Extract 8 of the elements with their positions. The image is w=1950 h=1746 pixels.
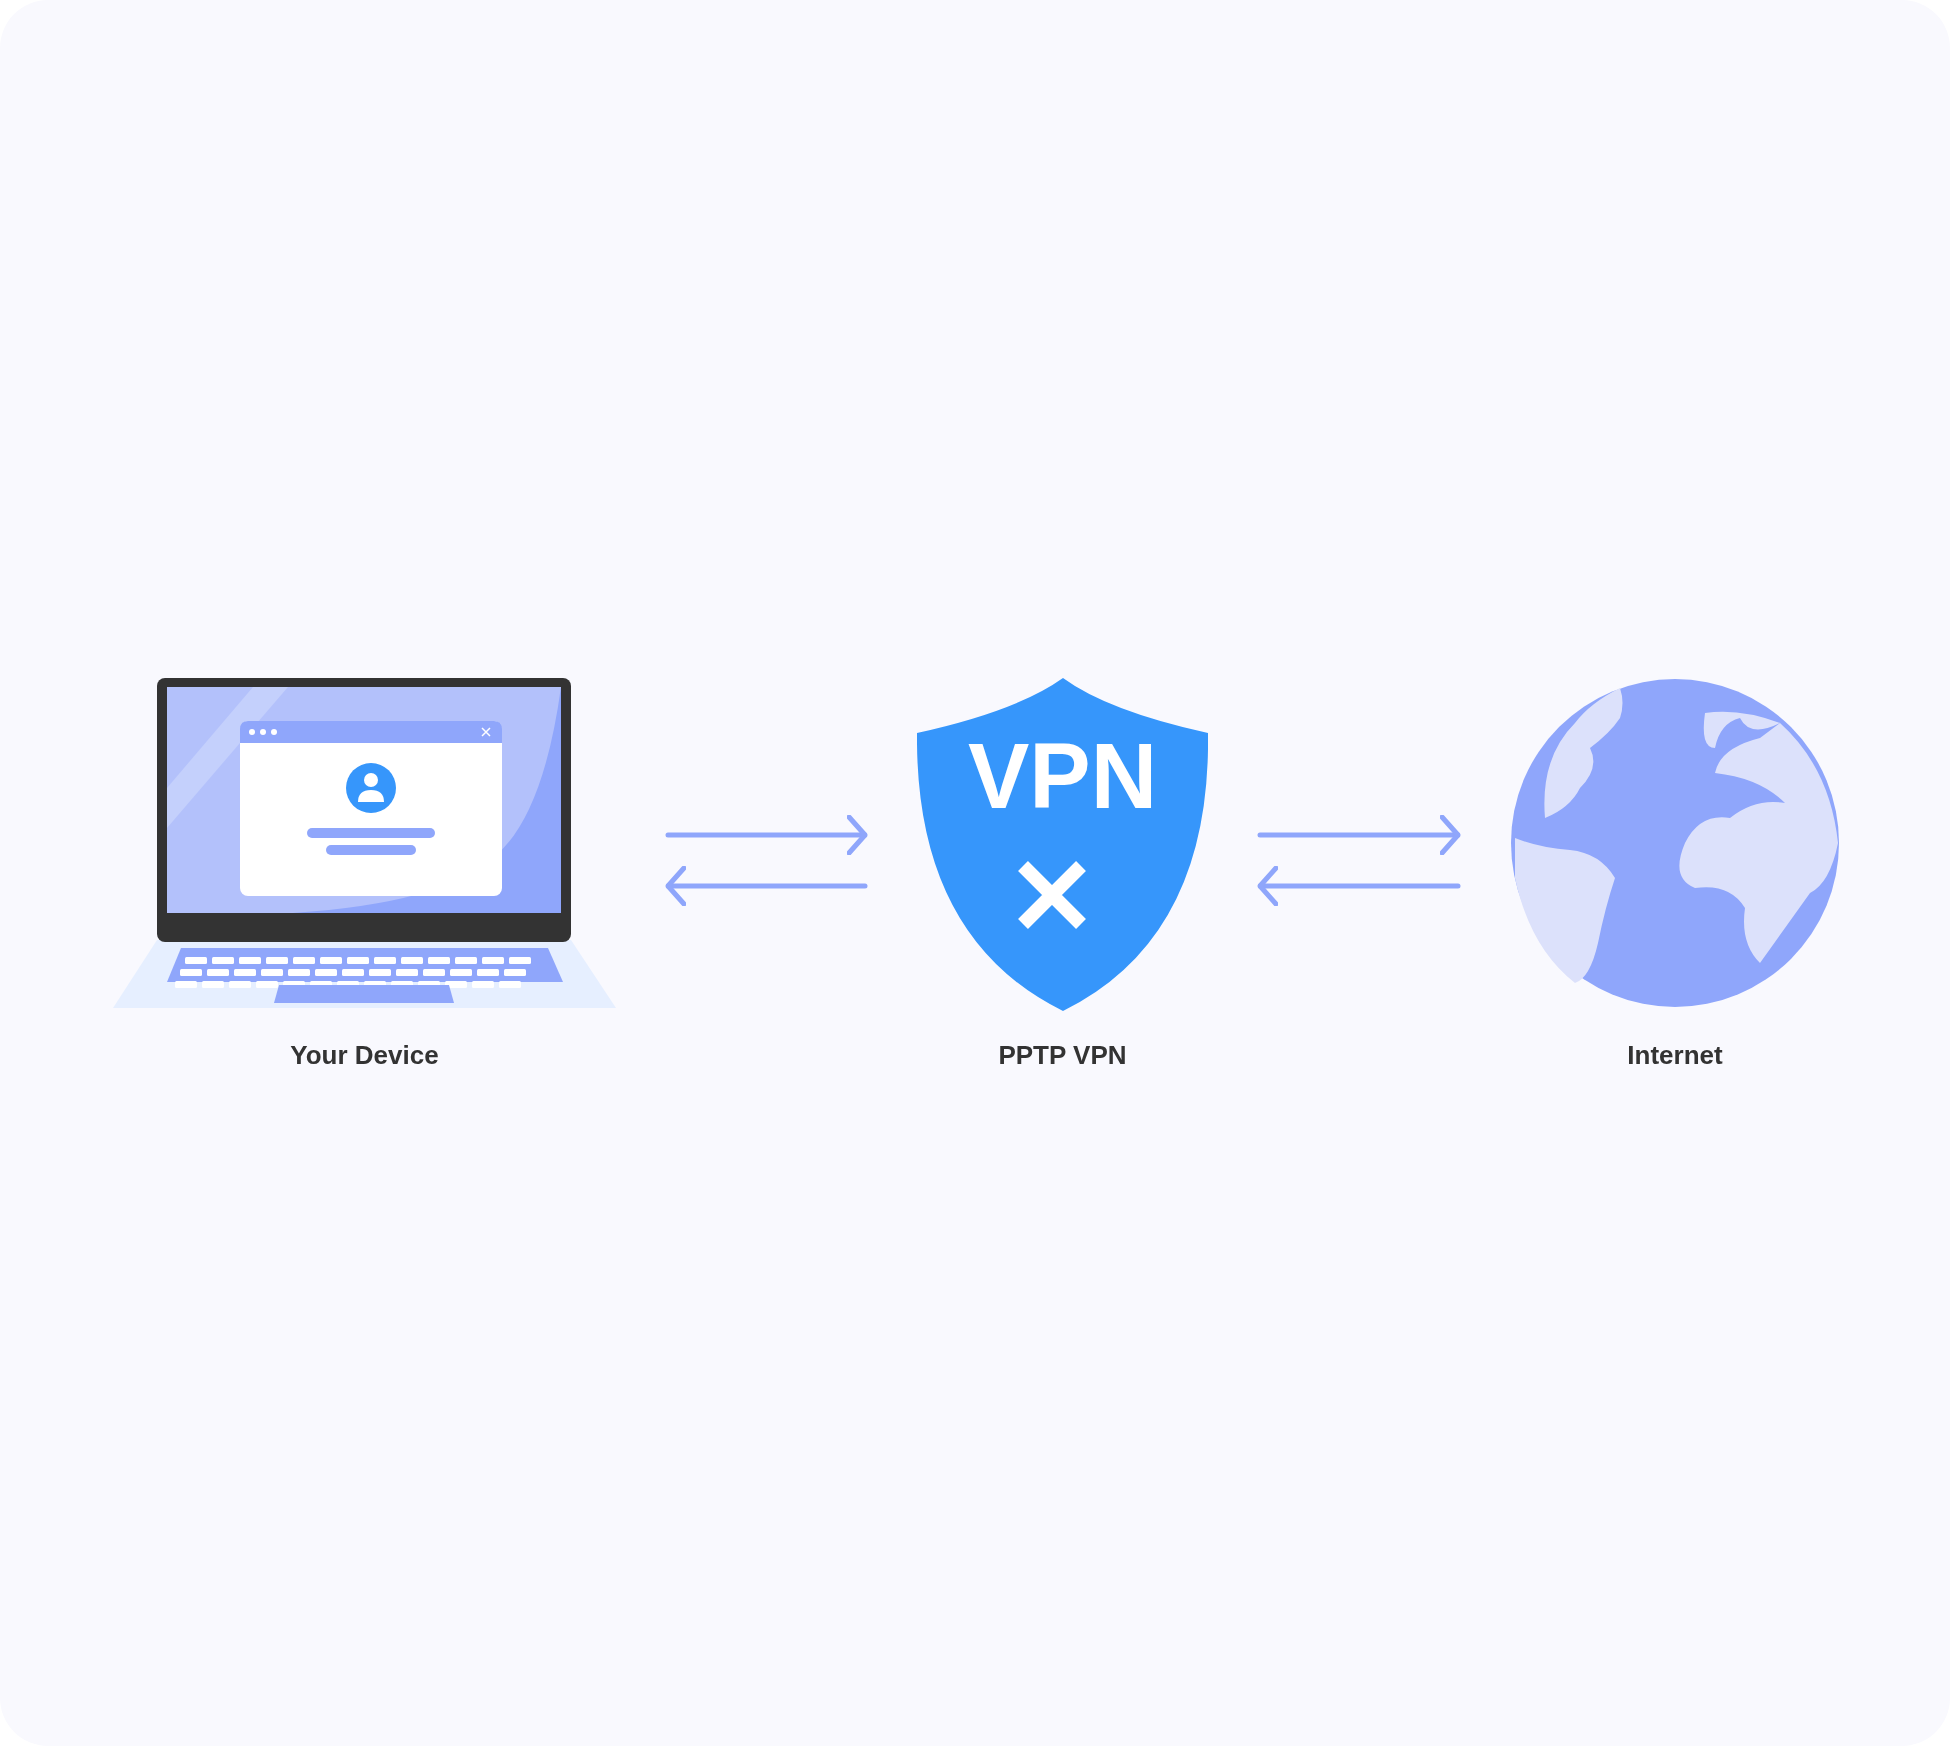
node-caption: PPTP VPN — [998, 1039, 1127, 1072]
node-caption: Internet — [1627, 1039, 1723, 1072]
arrow — [665, 865, 868, 907]
shield-text: VPN — [967, 730, 1158, 822]
arrow — [1257, 814, 1461, 856]
arrow — [665, 814, 868, 856]
arrow — [1257, 865, 1461, 907]
node-caption: Your Device — [290, 1039, 439, 1072]
